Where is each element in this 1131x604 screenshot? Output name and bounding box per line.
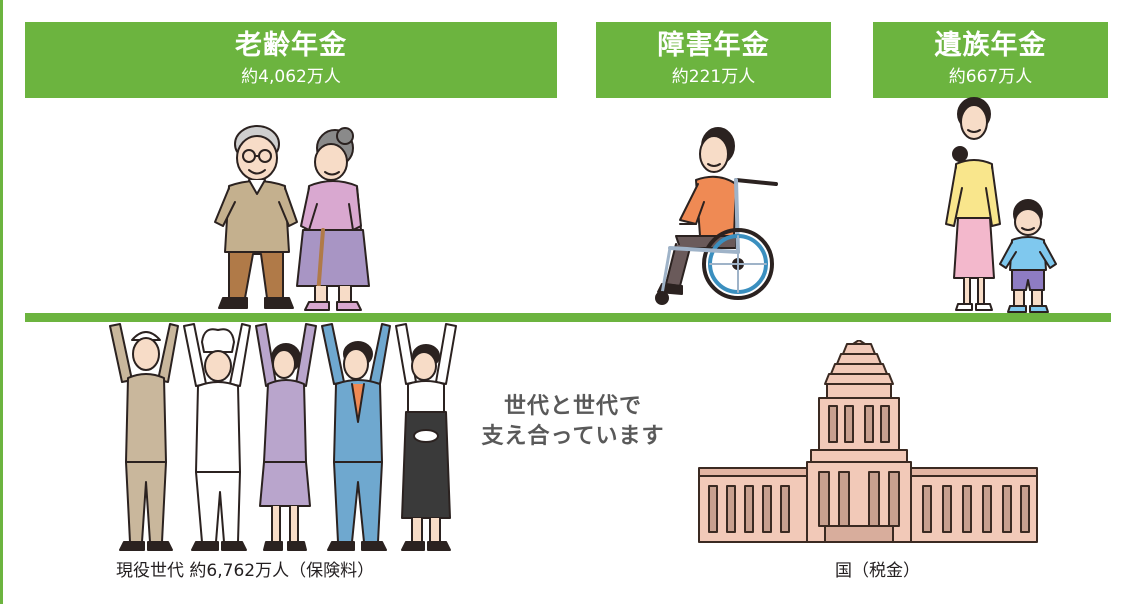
elderly-couple-illustration xyxy=(214,125,370,311)
support-bar xyxy=(25,313,1111,322)
message-line-1: 世代と世代で xyxy=(503,394,642,419)
message-line-2: 支え合っています xyxy=(481,424,665,449)
banner-title: 障害年金 xyxy=(657,30,770,61)
banner-count: 約667万人 xyxy=(948,67,1033,87)
mother-and-child-illustration xyxy=(945,97,1057,313)
working-generation-illustration xyxy=(109,323,457,551)
banner-count: 約4,062万人 xyxy=(241,67,341,87)
banner-survivors-pension: 遺族年金 約667万人 xyxy=(873,22,1108,98)
national-diet-building-illustration xyxy=(698,340,1038,543)
banner-old-age-pension: 老齢年金 約4,062万人 xyxy=(25,22,557,98)
working-generation-caption: 現役世代 約6,762万人（保険料） xyxy=(116,561,375,581)
banner-disability-pension: 障害年金 約221万人 xyxy=(596,22,831,98)
left-edge-rule xyxy=(0,0,3,604)
banner-title: 老齢年金 xyxy=(235,30,347,61)
wheelchair-user-illustration xyxy=(655,127,778,305)
banner-count: 約221万人 xyxy=(671,67,756,87)
banner-title: 遺族年金 xyxy=(934,30,1047,61)
nation-caption: 国（税金） xyxy=(835,561,920,581)
support-message: 世代と世代で 支え合っています xyxy=(468,392,678,452)
